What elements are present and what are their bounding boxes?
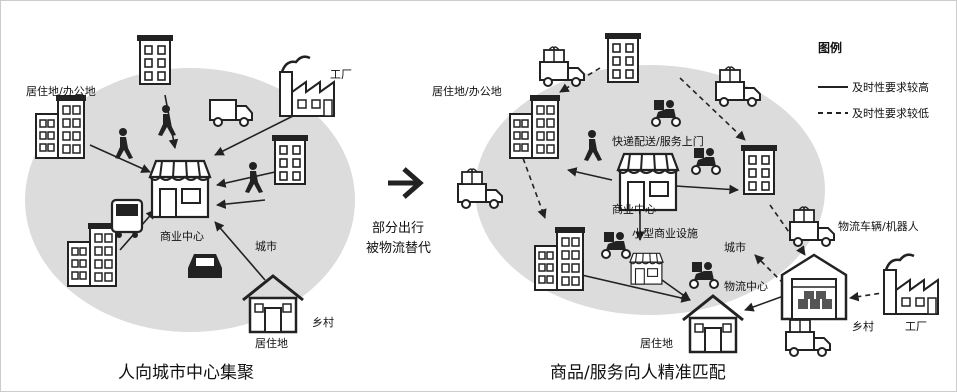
left-label-residential: 居住地/办公地	[26, 84, 96, 98]
left-bus-icon	[110, 198, 144, 238]
right-label-vehicle: 物流车辆/机器人	[838, 219, 919, 233]
legend: 图例 及时性要求较高 及时性要求较低	[818, 40, 929, 120]
left-flow-arrows	[89, 94, 296, 281]
right-label-logistics-center: 物流中心	[724, 279, 768, 293]
left-caption: 人向城市中心集聚	[118, 363, 254, 383]
right-commercial-center-icon	[616, 152, 680, 212]
right-label-village: 乡村	[852, 319, 874, 333]
left-label-residence: 居住地	[255, 336, 288, 350]
right-label-commercial: 商业中心	[612, 202, 656, 216]
right-label-city: 城市	[724, 240, 746, 254]
left-label-factory: 工厂	[330, 68, 352, 81]
legend-solid-label: 及时性要求较高	[852, 80, 929, 94]
middle-text-line2: 被物流替代	[366, 241, 431, 256]
left-building-right	[271, 134, 309, 185]
left-label-commercial: 商业中心	[160, 229, 204, 243]
right-caption: 商品/服务向人精准匹配	[550, 363, 726, 383]
legend-title: 图例	[818, 40, 842, 55]
legend-dashed-label: 及时性要求较低	[852, 106, 929, 120]
left-car-icon	[188, 254, 222, 278]
left-office-building-top	[136, 34, 174, 85]
left-label-city: 城市	[255, 239, 277, 253]
middle-text-line1: 部分出行	[372, 221, 424, 236]
right-label-factory: 工厂	[905, 320, 927, 333]
right-office-building-top	[604, 32, 642, 83]
right-label-residential: 居住地/办公地	[432, 84, 502, 98]
left-label-village: 乡村	[312, 315, 334, 329]
right-label-express: 快递配送/服务上门	[612, 134, 704, 148]
left-commercial-center-icon	[148, 159, 212, 219]
transition-arrow-icon	[388, 167, 424, 199]
right-label-residence: 居住地	[640, 336, 673, 350]
right-building-right	[740, 144, 778, 195]
right-label-small-commercial: 小型商业设施	[632, 226, 698, 240]
right-small-commercial-icon	[629, 252, 664, 285]
